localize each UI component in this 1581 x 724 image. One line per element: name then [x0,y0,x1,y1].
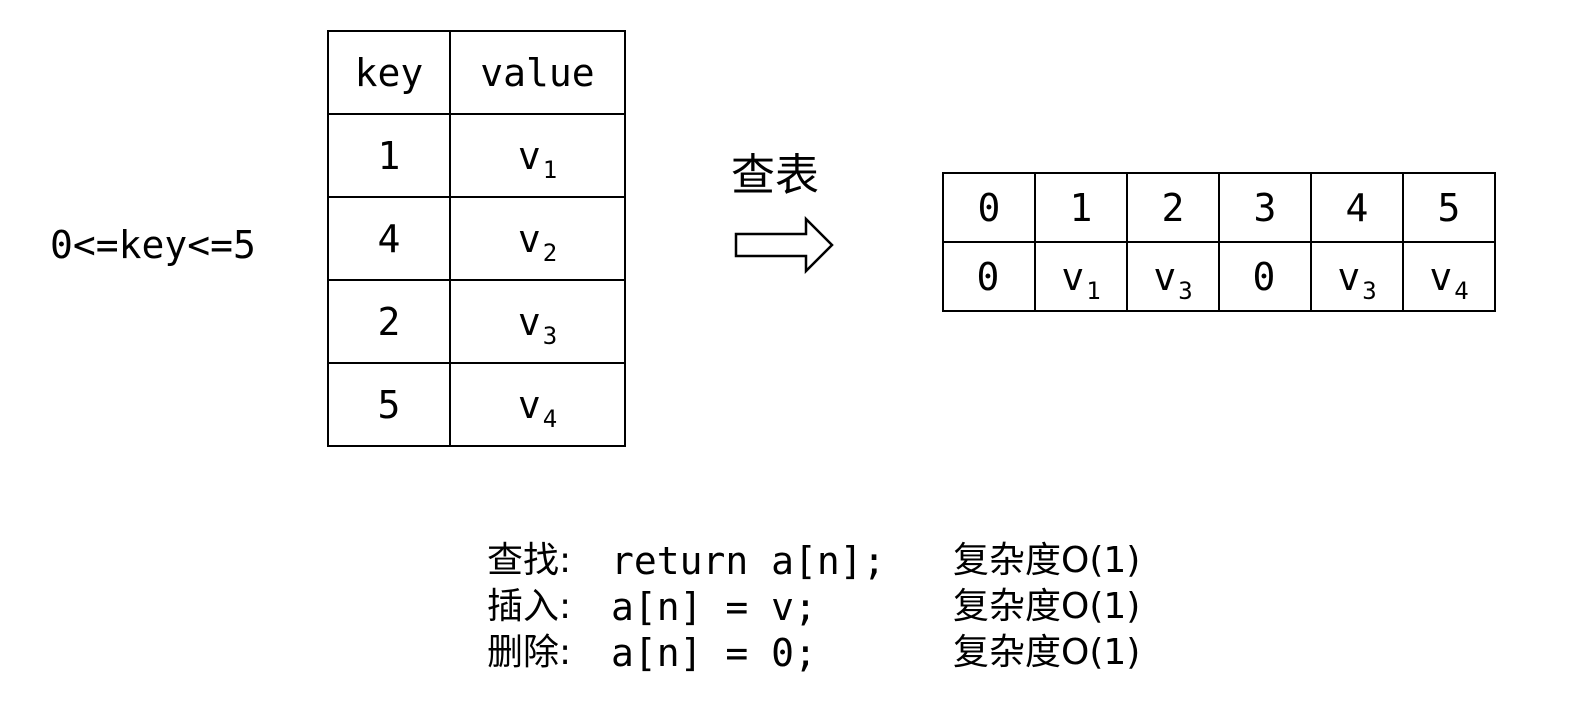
key-cell: 2 [327,279,451,364]
value-subscript: 1 [1086,276,1101,305]
operation-name: 查找: [487,540,572,581]
value-subscript: 3 [1178,276,1193,305]
operation-code: a[n] = v; [611,585,817,629]
array-value-cell: 0 [942,241,1036,312]
key-range-label: 0<=key<=5 [50,223,256,267]
value-text: v [517,382,541,427]
value-text: v [1337,254,1361,299]
index-cell: 3 [1218,172,1312,243]
operation-complexity: 复杂度O(1) [953,632,1141,673]
value-subscript: 4 [1454,276,1469,305]
key-cell: 1 [327,113,451,198]
value-text: v [517,299,541,344]
value-subscript: 2 [542,238,558,267]
array-value-cell: v1 [1034,241,1128,312]
table-row: 1 v1 [327,113,626,198]
operation-complexity: 复杂度O(1) [953,540,1141,581]
array-value-cell: v3 [1126,241,1220,312]
key-cell: 4 [327,196,451,281]
value-text: v [1061,254,1085,299]
array-value-cell: v4 [1402,241,1496,312]
value-subscript: 3 [1362,276,1377,305]
operation-name: 删除: [487,632,572,673]
array-table: 0 1 2 3 4 5 0 v1 v3 0 v3 v4 [942,172,1496,312]
array-value-cell: v3 [1310,241,1404,312]
key-cell: 5 [327,362,451,447]
index-cell: 1 [1034,172,1128,243]
value-text: v [1153,254,1177,299]
operation-code: return a[n]; [611,539,886,583]
index-cell: 5 [1402,172,1496,243]
value-cell: v2 [449,196,626,281]
lookup-label: 查表 [731,150,819,201]
value-text: v [517,133,541,178]
value-text: v [517,216,541,261]
value-text: 0 [1252,254,1276,299]
index-cell: 2 [1126,172,1220,243]
value-subscript: 4 [542,404,558,433]
value-cell: v3 [449,279,626,364]
table-row: 5 v4 [327,362,626,447]
value-cell: v4 [449,362,626,447]
value-cell: v1 [449,113,626,198]
operation-complexity: 复杂度O(1) [953,586,1141,627]
value-text: v [1429,254,1453,299]
key-value-table: key value 1 v1 4 v2 2 v3 5 v4 [327,30,626,447]
index-cell: 0 [942,172,1036,243]
right-arrow-icon [734,216,834,274]
operation-name: 插入: [487,586,572,627]
table-row: 2 v3 [327,279,626,364]
key-column-header: key [327,30,451,115]
index-row: 0 1 2 3 4 5 [942,172,1496,243]
table-row: 4 v2 [327,196,626,281]
array-value-cell: 0 [1218,241,1312,312]
operation-code: a[n] = 0; [611,631,817,675]
table-header-row: key value [327,30,626,115]
value-column-header: value [449,30,626,115]
value-row: 0 v1 v3 0 v3 v4 [942,241,1496,312]
value-text: 0 [976,254,1000,299]
value-subscript: 1 [542,155,558,184]
index-cell: 4 [1310,172,1404,243]
value-subscript: 3 [542,321,558,350]
